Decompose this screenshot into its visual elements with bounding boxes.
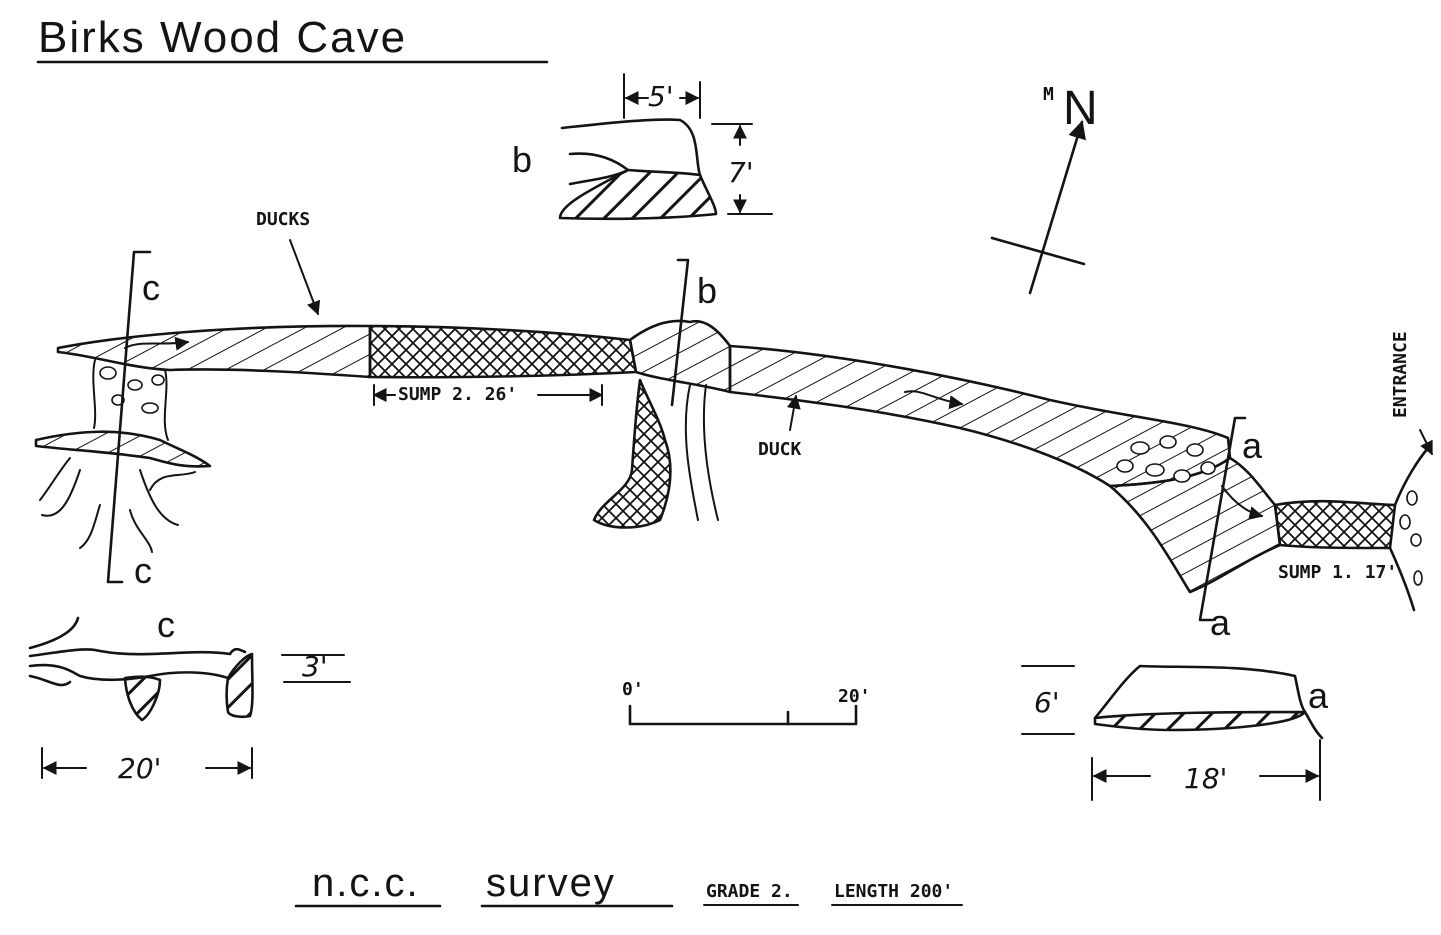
section-line-c: c c bbox=[106, 250, 160, 591]
footer-grade: GRADE 2. bbox=[706, 881, 793, 902]
section-c-height-dim: 3' bbox=[281, 650, 351, 683]
passage-central bbox=[628, 319, 732, 394]
section-b-width: 5' bbox=[648, 80, 674, 113]
entrance-walls bbox=[1388, 446, 1430, 612]
section-c-height: 3' bbox=[302, 650, 328, 683]
scale-start: 0' bbox=[622, 679, 644, 700]
west-lower-passage bbox=[34, 430, 212, 468]
title-block: Birks Wood Cave bbox=[36, 13, 549, 64]
entrance-arrow bbox=[1419, 429, 1433, 456]
cross-section-b: b 5' 7' bbox=[512, 73, 773, 221]
section-a-width-dim: 18' bbox=[1091, 739, 1321, 801]
section-b-width-dim: 5' bbox=[623, 73, 701, 119]
magnetic-letter: M bbox=[1043, 84, 1054, 105]
side-passage-south bbox=[592, 378, 672, 529]
tributary-b bbox=[684, 384, 719, 521]
section-c-label: c bbox=[157, 604, 175, 645]
boulders-east bbox=[1116, 435, 1216, 483]
section-b-letter: b bbox=[697, 270, 717, 311]
boulders-west bbox=[99, 366, 165, 414]
cave-title: Birks Wood Cave bbox=[38, 13, 407, 62]
sump-2 bbox=[368, 324, 638, 379]
section-c-bottom-letter: c bbox=[134, 550, 152, 591]
section-b-height-dim: 7' bbox=[711, 123, 773, 215]
north-arrow: N M bbox=[990, 82, 1098, 295]
section-a-bottom-letter: a bbox=[1210, 602, 1231, 643]
sump-2-label: SUMP 2. 26' bbox=[398, 384, 517, 405]
section-line-b: b bbox=[670, 258, 717, 407]
boulders-entrance bbox=[1399, 490, 1423, 586]
scale-bar: 0' 20' bbox=[622, 679, 871, 726]
sump-1 bbox=[1273, 499, 1397, 550]
flow-arrow-west bbox=[124, 336, 190, 351]
section-a-height-dim: 6' bbox=[1021, 665, 1075, 735]
section-a-top-letter: a bbox=[1242, 425, 1263, 466]
footer-length: LENGTH 200' bbox=[834, 881, 953, 902]
footer-org: n.c.c. bbox=[312, 861, 420, 905]
west-chamber-outline bbox=[39, 359, 196, 553]
north-letter: N bbox=[1063, 82, 1098, 135]
ducks-label: DUCKS bbox=[256, 209, 310, 230]
section-b-label: b bbox=[512, 139, 532, 180]
section-c-width-dim: 20' bbox=[41, 747, 253, 785]
section-a-label: a bbox=[1308, 675, 1329, 716]
entrance-label: ENTRANCE bbox=[1390, 331, 1411, 418]
cross-section-a: a 6' 18' bbox=[1021, 664, 1329, 801]
section-c-top-letter: c bbox=[142, 267, 160, 308]
cross-section-c: c 3' 20' bbox=[28, 604, 351, 785]
scale-end: 20' bbox=[838, 686, 871, 707]
flow-arrow-east bbox=[904, 390, 964, 410]
duck-label: DUCK bbox=[758, 439, 802, 460]
ducks-arrow bbox=[289, 239, 321, 316]
section-b-height: 7' bbox=[728, 156, 754, 189]
section-line-a: a a bbox=[1198, 416, 1263, 643]
footer: n.c.c. survey GRADE 2. LENGTH 200' bbox=[294, 861, 963, 908]
section-a-height: 6' bbox=[1034, 686, 1060, 719]
passage-plan bbox=[34, 319, 1430, 612]
flow-arrow-sump1 bbox=[1221, 485, 1264, 520]
sump-2-annotation: SUMP 2. 26' bbox=[372, 384, 604, 406]
footer-survey: survey bbox=[486, 861, 616, 905]
sump-1-label: SUMP 1. 17' bbox=[1278, 562, 1397, 583]
duck-arrow bbox=[786, 394, 801, 431]
section-c-width: 20' bbox=[118, 752, 161, 785]
section-a-width: 18' bbox=[1184, 762, 1227, 795]
